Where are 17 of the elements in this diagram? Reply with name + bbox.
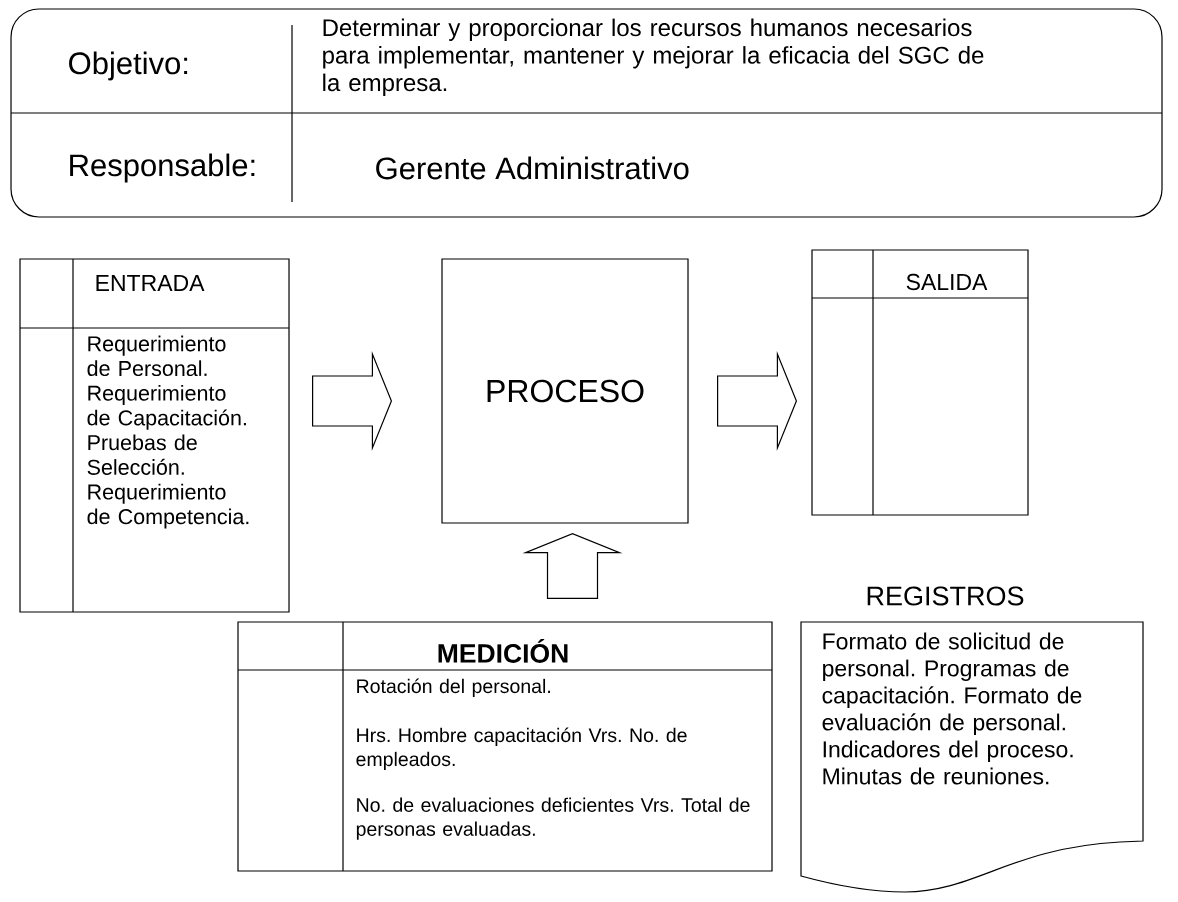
field-text: Determinar y proporcionar los recursos humanos necesarios para implementar, mantener y mejorar la eficacia del SGC de la empresa. xyxy=(323,18,984,96)
records-heading: REGISTROS xyxy=(867,586,1024,606)
field-label: Responsable: xyxy=(70,153,255,183)
indicator-text: Rotación del personal. xyxy=(357,678,550,697)
column-heading: SALIDA xyxy=(906,273,988,291)
column-heading: ENTRADA xyxy=(96,275,205,291)
field-text: Gerente Administrativo xyxy=(376,156,689,180)
column-heading: MEDICIÓN xyxy=(438,639,568,663)
process-label: PROCESO xyxy=(487,379,644,403)
records-list: Formato de solicitud de personal. Programas de capacitación. Formato de evaluación de personal. Indicadores del proceso. Minutas de reuniones. xyxy=(822,632,1082,785)
block-arrow xyxy=(312,350,393,452)
input-list: Requerimiento de Personal. Requerimiento de Capacitación. Pruebas de Selección. Requerimiento de Competencia. xyxy=(87,335,249,529)
indicator-text: Hrs. Hombre capacitación Vrs. No. de empleados. xyxy=(356,727,687,770)
field-label: Objetivo: xyxy=(69,51,188,81)
indicator-text: No. de evaluaciones deficientes Vrs. Total de personas evaluadas. xyxy=(356,797,750,840)
block-arrow xyxy=(522,532,623,599)
block-arrow xyxy=(717,350,798,452)
